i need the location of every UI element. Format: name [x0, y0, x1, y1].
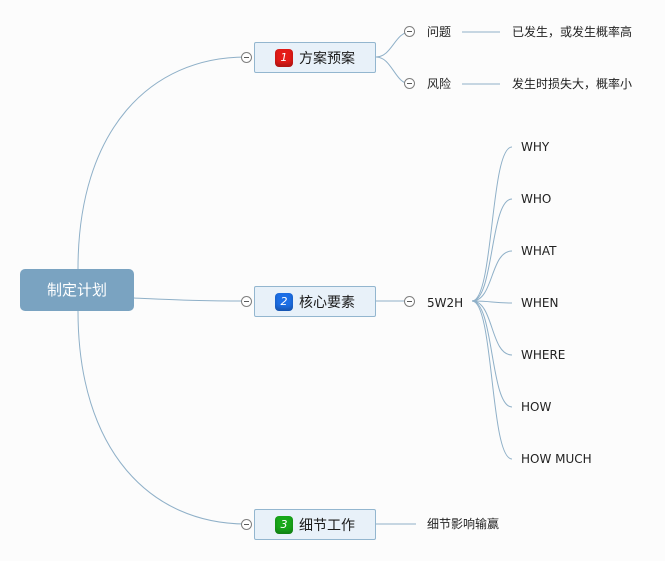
node-problem[interactable]: 问题 [427, 25, 452, 39]
branch-node-plan[interactable]: 1 方案预案 [254, 42, 376, 73]
node-how[interactable]: HOW [521, 400, 552, 414]
node-where[interactable]: WHERE [521, 348, 566, 362]
branch-label: 方案预案 [299, 50, 355, 67]
collapse-toggle-problem[interactable] [404, 26, 415, 37]
connector-5w2h-item [471, 198, 513, 302]
node-risk-note[interactable]: 发生时损失大，概率小 [512, 77, 633, 91]
branch-label: 细节工作 [299, 517, 355, 534]
connector-5w2h-item [471, 250, 513, 302]
connector-5w2h-item [471, 300, 513, 408]
node-how-much[interactable]: HOW MUCH [521, 452, 592, 466]
priority-3-icon: 3 [275, 515, 293, 534]
branch-label: 核心要素 [299, 294, 355, 311]
connector-root-plan [77, 56, 247, 270]
collapse-toggle-plan[interactable] [241, 52, 252, 63]
collapse-toggle-detail[interactable] [241, 519, 252, 530]
priority-1-icon: 1 [275, 48, 293, 67]
connector-5w2h-items [471, 146, 513, 460]
connector-5w2h-item [471, 300, 513, 356]
node-risk[interactable]: 风险 [427, 77, 452, 91]
collapse-toggle-core[interactable] [241, 296, 252, 307]
branch-node-detail[interactable]: 3 细节工作 [254, 509, 376, 540]
root-node[interactable]: 制定计划 [20, 269, 134, 311]
node-when[interactable]: WHEN [521, 296, 559, 310]
branch-node-core[interactable]: 2 核心要素 [254, 286, 376, 317]
connector-5w2h-item [471, 300, 513, 460]
collapse-toggle-5w2h[interactable] [404, 296, 415, 307]
node-5w2h[interactable]: 5W2H [427, 296, 464, 310]
node-detail-note[interactable]: 细节影响输赢 [427, 517, 500, 531]
collapse-toggle-risk[interactable] [404, 78, 415, 89]
connector-plan-problem [375, 31, 411, 58]
connector-root-core [133, 297, 247, 302]
priority-2-icon: 2 [275, 292, 293, 311]
node-who[interactable]: WHO [521, 192, 552, 206]
node-what[interactable]: WHAT [521, 244, 557, 258]
connector-5w2h-item [471, 146, 513, 302]
node-problem-note[interactable]: 已发生，或发生概率高 [512, 25, 633, 39]
connector-5w2h-item [471, 300, 513, 304]
node-why[interactable]: WHY [521, 140, 550, 154]
connector-root-detail [77, 310, 247, 525]
